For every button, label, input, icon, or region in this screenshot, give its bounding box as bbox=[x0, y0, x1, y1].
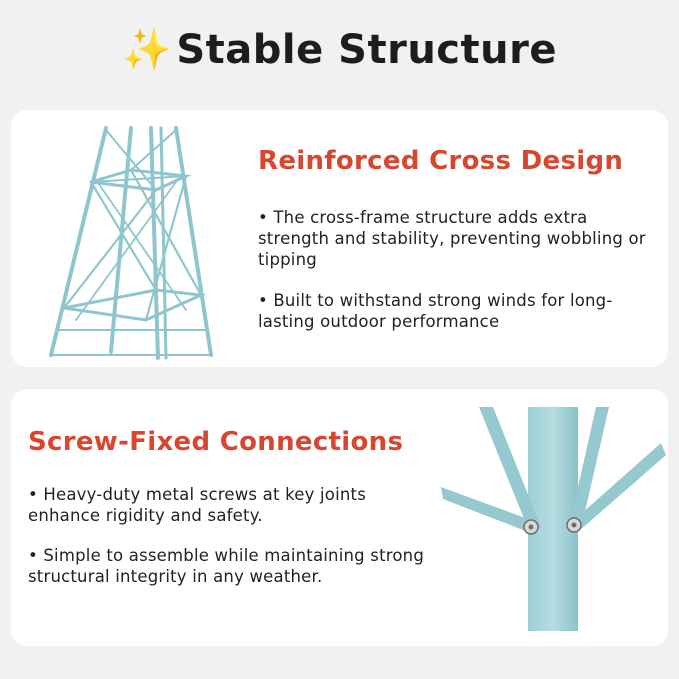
cross-frame-tower-image bbox=[49, 126, 213, 360]
feature-heading: Reinforced Cross Design bbox=[258, 146, 624, 176]
page-title-text: Stable Structure bbox=[176, 27, 557, 73]
feature-bullet: • Heavy-duty metal screws at key joints … bbox=[28, 485, 367, 525]
feature-bullet: • The cross-frame structure adds extra s… bbox=[258, 208, 646, 269]
feature-card-cross-design: Reinforced Cross Design • The cross-fram… bbox=[11, 110, 668, 367]
page-title: ✨Stable Structure bbox=[0, 26, 679, 73]
feature-heading: Screw-Fixed Connections bbox=[28, 427, 404, 457]
feature-bullet: • Simple to assemble while maintaining s… bbox=[28, 546, 424, 586]
feature-bullet: • Built to withstand strong winds for lo… bbox=[258, 291, 613, 331]
sparkles-icon: ✨ bbox=[122, 27, 173, 73]
feature-card-screw-connections: Screw-Fixed Connections • Heavy-duty met… bbox=[11, 389, 668, 646]
screw-joint-image bbox=[441, 407, 666, 631]
